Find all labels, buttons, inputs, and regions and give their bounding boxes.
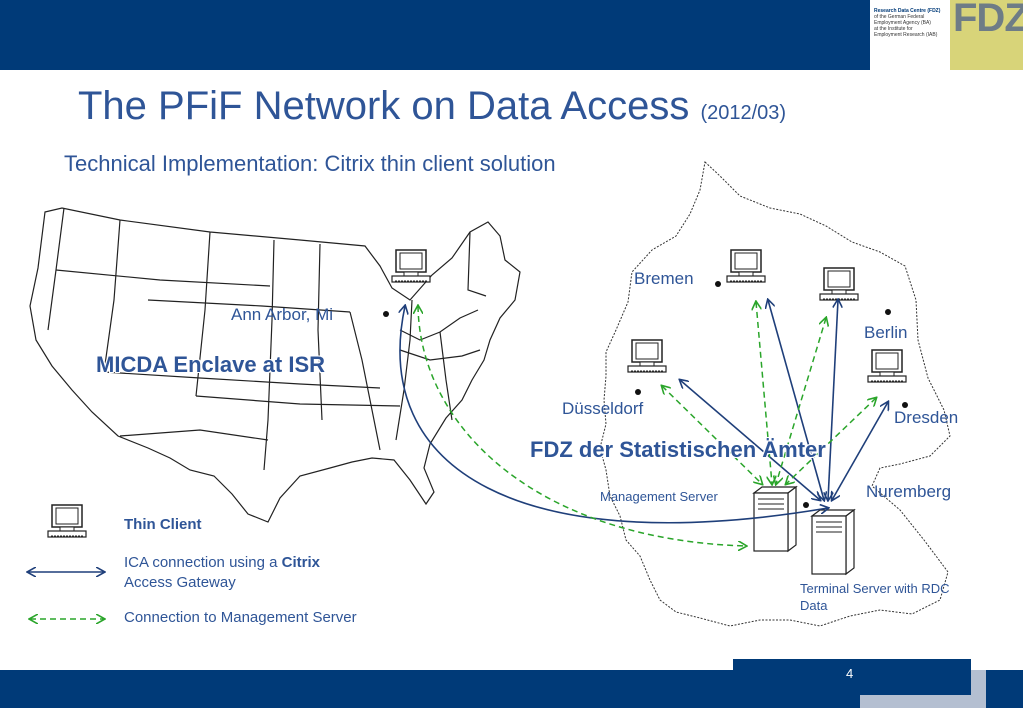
legend-ica-prefix: ICA connection using a [124, 554, 282, 571]
logo-line-3: Employment Agency (BA) [874, 20, 931, 26]
page-subtitle: Technical Implementation: Citrix thin cl… [64, 151, 556, 176]
terminal-server-icon [811, 509, 855, 575]
legend-ica-bold: Citrix [281, 554, 320, 571]
legend-mgmt-label: Connection to Management Server [124, 609, 357, 626]
logo-line-2: of the German Federal [874, 14, 925, 20]
legend-thin-client-icon [47, 504, 87, 538]
fdz-statistics-label: FDZ der Statistischen Ämter [530, 437, 826, 462]
bremen-label: Bremen [634, 269, 694, 288]
legend-ica-suffix: Access Gateway [124, 574, 236, 591]
header-bar [0, 0, 870, 70]
logo-line-4: at the Institute for [874, 26, 913, 32]
fdz-logo-text: FDZ [953, 0, 1023, 40]
logo-text: Research Data Centre (FDZ) of the German… [874, 8, 954, 38]
management-server-icon [753, 486, 797, 552]
logo-line-5: Employment Research (IAB) [874, 32, 938, 38]
logo-line-1: Research Data Centre (FDZ) [874, 8, 941, 14]
duesseldorf-label: Düsseldorf [562, 399, 644, 418]
management-connections [418, 302, 876, 546]
management-server-label: Management Server [600, 489, 718, 504]
page-number: 4 [846, 666, 854, 681]
terminal-server-label-line2: Data [800, 598, 828, 613]
duesseldorf-client-icon [627, 339, 667, 373]
fdz-logo: FDZ [950, 0, 1023, 70]
ann-arbor-client-icon [391, 249, 431, 283]
berlin-label: Berlin [864, 323, 908, 342]
germany-map [599, 161, 951, 627]
page-title: The PFiF Network on Data Access (2012/03… [78, 84, 786, 129]
page-number-tab [733, 657, 971, 695]
terminal-server-label-line1: Terminal Server with RDC [800, 581, 950, 596]
ann-arbor-label: Ann Arbor, Mi [231, 305, 334, 324]
berlin-client-icon [819, 267, 859, 301]
title-date: (2012/03) [700, 102, 787, 124]
dresden-label: Dresden [894, 408, 959, 427]
legend-thin-client-label: Thin Client [124, 516, 202, 533]
title-main: The PFiF Network on Data Access [78, 84, 690, 128]
terminal-server-label: Terminal Server with RDC Data [800, 580, 950, 614]
dresden-client-icon [867, 349, 907, 383]
bremen-client-icon [726, 249, 766, 283]
nuremberg-label: Nuremberg [866, 482, 952, 501]
micda-enclave-label: MICDA Enclave at ISR [96, 352, 326, 377]
